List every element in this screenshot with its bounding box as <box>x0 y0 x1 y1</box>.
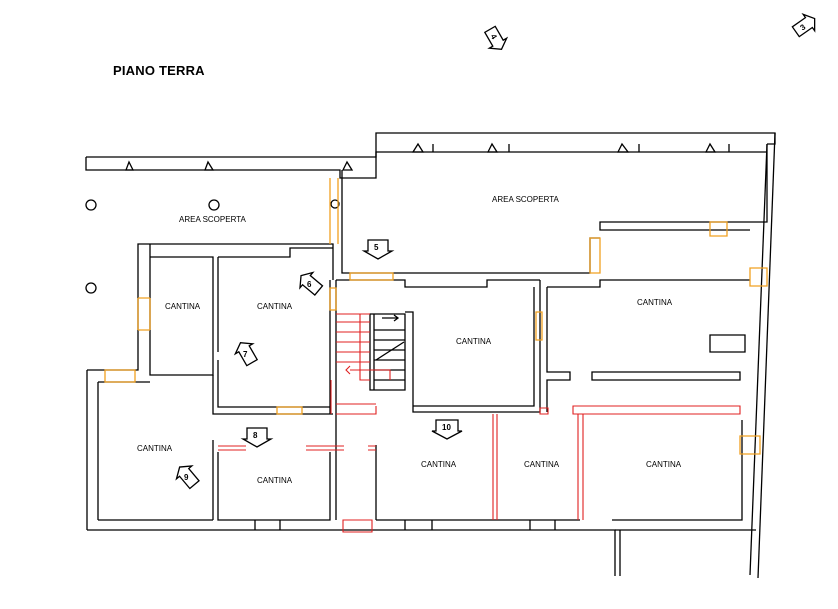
svg-text:3: 3 <box>798 22 807 32</box>
area-label: AREA SCOPERTA <box>179 215 247 224</box>
openings <box>104 178 768 455</box>
view-marker-5: 5 <box>361 239 395 260</box>
svg-text:4: 4 <box>489 33 499 42</box>
view-marker-4: 4 <box>483 25 509 50</box>
room-label: CANTINA <box>257 302 293 311</box>
svg-text:7: 7 <box>243 350 248 359</box>
svg-text:6: 6 <box>307 280 312 289</box>
staircase <box>369 313 406 391</box>
room-label: CANTINA <box>456 337 492 346</box>
plan-title: PIANO TERRA <box>113 63 205 78</box>
view-marker-8: 8 <box>240 427 274 448</box>
room-label: CANTINA <box>637 298 673 307</box>
posts <box>85 199 340 294</box>
view-marker-10: 10 <box>431 419 463 440</box>
svg-text:10: 10 <box>442 423 451 432</box>
outer-walls <box>85 132 776 579</box>
svg-text:8: 8 <box>253 431 258 440</box>
svg-text:5: 5 <box>374 243 379 252</box>
room-label: CANTINA <box>421 460 457 469</box>
red-modifications <box>218 313 741 533</box>
room-label: CANTINA <box>165 302 201 311</box>
room-label: CANTINA <box>257 476 293 485</box>
room-label: CANTINA <box>646 460 682 469</box>
room-label: CANTINA <box>137 444 173 453</box>
view-marker-3: 3 <box>791 13 816 38</box>
view-marker-7: 7 <box>233 342 259 367</box>
svg-text:9: 9 <box>184 473 189 482</box>
pillars <box>125 142 730 171</box>
room-label: CANTINA <box>524 460 560 469</box>
area-label: AREA SCOPERTA <box>492 195 560 204</box>
view-marker-9: 9 <box>175 465 200 490</box>
view-marker-6: 6 <box>299 271 324 296</box>
